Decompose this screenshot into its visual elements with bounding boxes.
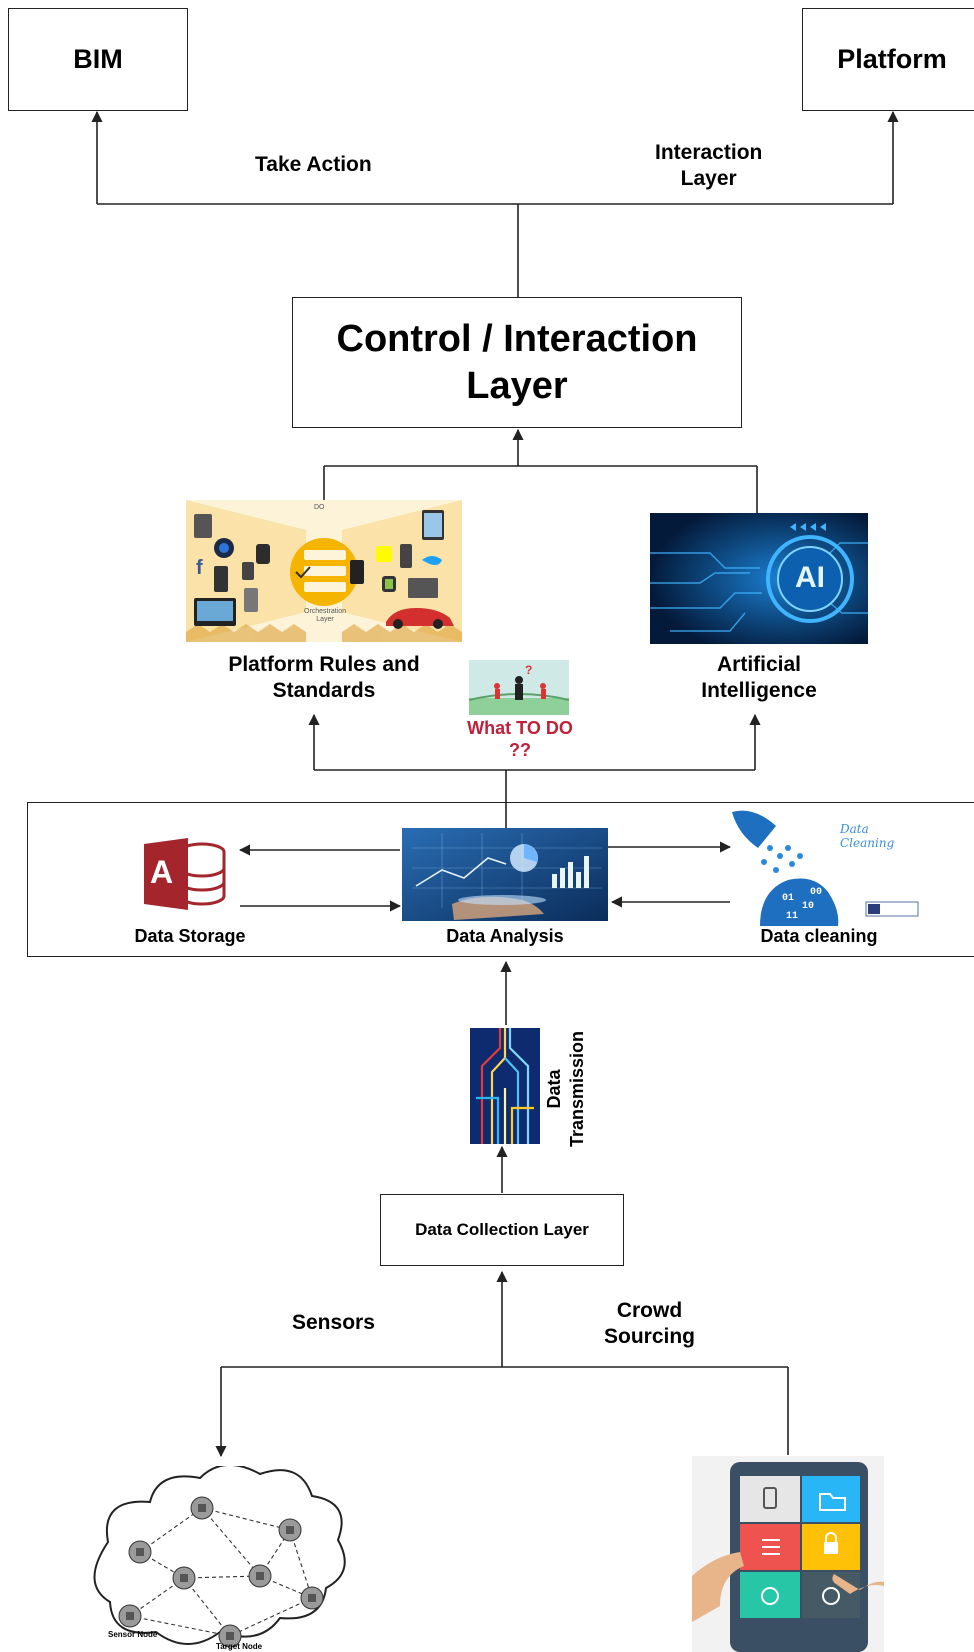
data-analysis-label: Data Analysis <box>446 926 564 946</box>
platform-rules-label: Platform Rules and Standards <box>228 653 420 702</box>
control-interaction-layer-box: Control / Interaction Layer <box>292 297 742 428</box>
crowd-sourcing-tablet-image <box>692 1456 884 1652</box>
data-transmission-label: Data Transmission <box>544 1030 588 1147</box>
bim-label: BIM <box>73 44 123 74</box>
platform-rules-center-sub: Orchestration Layer <box>304 608 347 623</box>
data-collection-layer-box: Data Collection Layer <box>380 1194 624 1266</box>
bim-box: BIM <box>8 8 188 111</box>
data-processing-band <box>27 802 974 957</box>
control-interaction-title: Control / Interaction Layer <box>336 318 698 407</box>
svg-text:?: ? <box>525 663 532 677</box>
data-storage-icon: A <box>144 838 230 910</box>
platform-rules-illustration: f <box>186 500 462 642</box>
interaction-layer-label: Interaction Layer <box>655 141 763 190</box>
data-analysis-image <box>402 828 608 921</box>
crowd-sourcing-label: Crowd Sourcing <box>604 1299 696 1348</box>
sensor-node-label: Sensor Node <box>108 1630 158 1639</box>
sensor-network-image: Sensor Node Target Node <box>80 1466 360 1652</box>
data-cleaning-label: Data cleaning <box>760 926 878 946</box>
artificial-intelligence-label: Artificial Intelligence <box>701 653 817 702</box>
data-storage-label: Data Storage <box>134 926 246 946</box>
target-node-label: Target Node <box>216 1642 263 1651</box>
platform-box: Platform <box>802 8 974 111</box>
svg-text:00: 00 <box>810 887 822 898</box>
sensors-label: Sensors <box>292 1311 375 1334</box>
data-collection-layer-label: Data Collection Layer <box>415 1220 589 1239</box>
ai-badge-text: AI <box>795 561 825 594</box>
data-transmission-image <box>470 1028 540 1144</box>
data-cleaning-image: 01 10 11 00 Data Cleaning <box>730 808 922 926</box>
svg-text:f: f <box>196 557 203 579</box>
data-cleaning-caption: Data Cleaning <box>840 822 895 850</box>
access-letter: A <box>150 854 174 890</box>
svg-text:10: 10 <box>802 901 814 912</box>
platform-rules-image: f DO Orchestration Layer <box>186 500 462 642</box>
platform-rules-center-label: DO <box>314 504 325 511</box>
artificial-intelligence-image: AI <box>650 513 868 644</box>
svg-text:11: 11 <box>786 911 798 922</box>
what-to-do-image: ? <box>469 660 569 715</box>
svg-text:01: 01 <box>782 893 794 904</box>
take-action-label: Take Action <box>255 153 372 176</box>
what-to-do-label: What TO DO ?? <box>467 718 573 760</box>
platform-label: Platform <box>837 44 947 74</box>
